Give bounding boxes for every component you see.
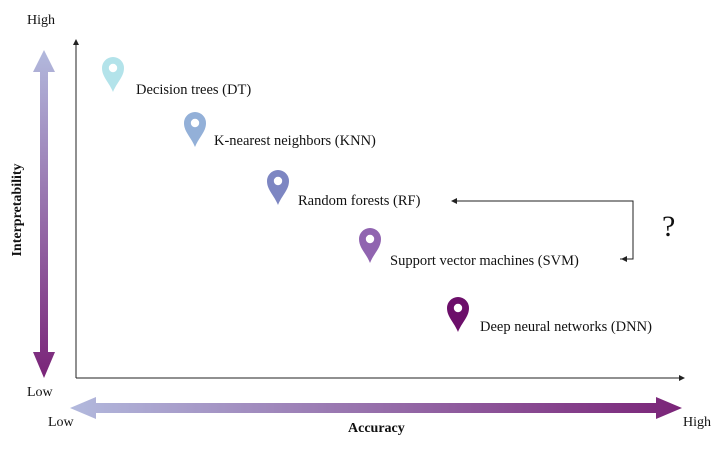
model-label-svm: Support vector machines (SVM) [390, 253, 579, 269]
interpretability-gradient-arrow [33, 50, 55, 378]
model-label-rf: Random forests (RF) [298, 193, 421, 209]
x-axis-title: Accuracy [348, 421, 405, 436]
map-pin-icon-dt [102, 57, 124, 92]
map-pin-hole-rf [273, 176, 283, 186]
map-pin-hole-svm [365, 234, 375, 244]
model-label-dnn: Deep neural networks (DNN) [480, 319, 652, 335]
map-pin-icon-knn [184, 112, 206, 147]
map-pin-hole-dt [108, 63, 118, 73]
map-pin-hole-dnn [453, 303, 463, 313]
x-axis-high-label: High [683, 415, 711, 430]
model-label-knn: K-nearest neighbors (KNN) [214, 133, 376, 149]
y-axis-low-label: Low [27, 385, 53, 400]
y-axis-title: Interpretability [10, 163, 25, 257]
accuracy-gradient-arrow [70, 397, 682, 419]
question-mark: ? [662, 210, 676, 243]
map-pin-hole-knn [190, 118, 200, 128]
comparison-bracket [451, 198, 634, 260]
map-pin-icon-dnn [447, 297, 469, 332]
x-axis-low-label: Low [48, 415, 74, 430]
map-pin-icon-rf [267, 170, 289, 205]
map-pin-icon-svm [359, 228, 381, 263]
y-axis-high-label: High [27, 13, 55, 28]
model-label-dt: Decision trees (DT) [136, 82, 252, 98]
